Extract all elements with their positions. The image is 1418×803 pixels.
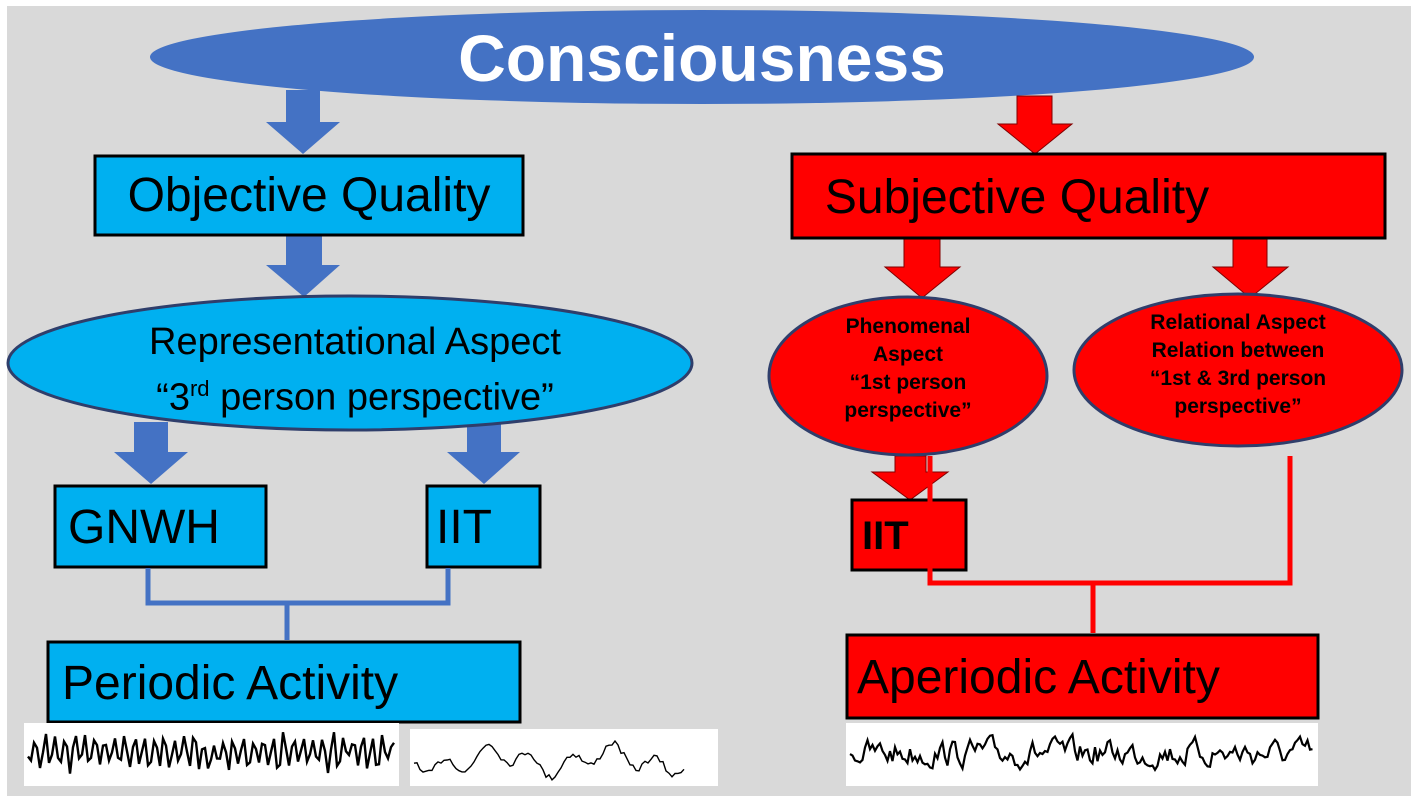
arrow-subjective-to-relational (1211, 236, 1290, 299)
iit-left-box (425, 484, 542, 569)
periodic-waveform (27, 731, 395, 774)
blue-connector (145, 568, 451, 606)
gnwh-box (53, 484, 268, 569)
periodic-activity-box (46, 640, 522, 724)
slow-wave-panel (410, 729, 718, 786)
aperiodic-waveform (849, 731, 1313, 772)
arrow-objective-to-representational (266, 235, 340, 297)
arrow-title-to-subjective (996, 95, 1074, 155)
slow-waveform (413, 739, 685, 782)
phenomenal-aspect-ellipse (767, 295, 1049, 457)
iit-right-box (850, 498, 968, 572)
red-connector (927, 456, 1293, 586)
representational-aspect-ellipse (6, 294, 694, 432)
objective-quality-box (93, 154, 525, 237)
aperiodic-activity-box (845, 633, 1320, 720)
arrow-phenomenal-to-iit (870, 455, 950, 501)
relational-aspect-ellipse (1072, 292, 1404, 448)
arrow-subjective-to-phenomenal (883, 236, 962, 299)
subjective-quality-box (790, 152, 1387, 240)
title-ellipse (150, 10, 1254, 104)
arrow-representational-to-gnwh (114, 422, 188, 484)
arrow-representational-to-iit (447, 422, 520, 484)
arrow-title-to-objective (266, 90, 340, 154)
